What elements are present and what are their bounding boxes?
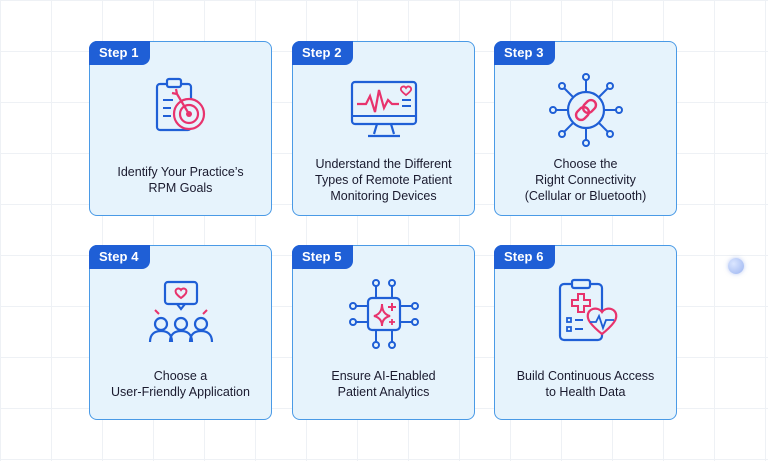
step-card-2: Step 2 Understand the Different Types of… (292, 41, 475, 216)
link-network-icon (548, 73, 623, 147)
step-card-4: Step 4 Choose a User-Friendly Applicatio… (89, 245, 272, 420)
step-card-1: Step 1 Identify Your Practice’s RPM Goal… (89, 41, 272, 216)
ai-chip-icon (348, 279, 419, 349)
heart-monitor-icon (350, 80, 417, 138)
step-badge: Step 3 (494, 41, 555, 65)
step-badge: Step 4 (89, 245, 150, 269)
step-label: Identify Your Practice’s RPM Goals (117, 164, 244, 195)
step-label: Build Continuous Access to Health Data (516, 368, 655, 399)
step-card-6: Step 6 Build Continuous Access to Health… (494, 245, 677, 420)
step-label: Understand the Different Types of Remote… (315, 156, 452, 203)
step-card-5: Step 5 Ensure AI-Enabled Patient Analyti… (292, 245, 475, 420)
medical-record-heart-icon (558, 278, 617, 342)
step-badge: Step 1 (89, 41, 150, 65)
step-label: Choose the Right Connectivity (Cellular … (524, 156, 647, 203)
step-badge: Step 2 (292, 41, 353, 65)
decorative-dot (728, 258, 744, 274)
users-heart-icon (148, 280, 213, 343)
step-label: Choose a User-Friendly Application (111, 368, 250, 399)
target-clipboard-icon (155, 77, 205, 132)
step-badge: Step 6 (494, 245, 555, 269)
step-card-3: Step 3 Choose the Right Connectivity (Ce… (494, 41, 677, 216)
step-badge: Step 5 (292, 245, 353, 269)
step-label: Ensure AI-Enabled Patient Analytics (331, 368, 436, 399)
